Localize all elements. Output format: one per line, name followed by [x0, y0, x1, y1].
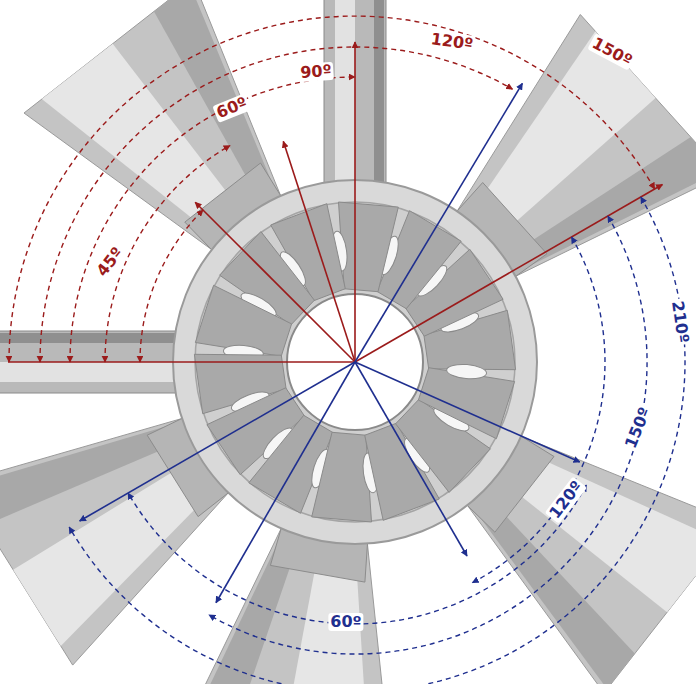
- hub-vane: [339, 202, 399, 292]
- angle-arc: [128, 485, 586, 624]
- angle-arc: [140, 210, 203, 362]
- angle-lines: [8, 16, 685, 684]
- angle-ray: [283, 141, 355, 362]
- angle-ray: [355, 362, 580, 462]
- angle-ray: [354, 42, 356, 362]
- angle-ray: [355, 185, 662, 363]
- angle-arc: [209, 216, 647, 654]
- angle-ray: [195, 202, 355, 362]
- angle-label: 60º: [328, 613, 363, 631]
- angle-ray: [355, 362, 467, 556]
- angle-ray: [80, 362, 355, 521]
- angle-arc: [70, 77, 355, 362]
- angle-label: 150º: [621, 403, 655, 453]
- angle-ray: [355, 83, 522, 362]
- angle-label: 120º: [428, 30, 476, 54]
- angle-arc: [69, 197, 685, 684]
- angle-ray: [216, 362, 355, 603]
- hub-slot: [446, 363, 487, 380]
- angle-arc: [9, 16, 655, 362]
- hub-vane: [312, 432, 372, 522]
- angle-arc: [40, 47, 513, 362]
- angle-arc: [472, 237, 605, 583]
- angle-label: 210º: [668, 298, 692, 346]
- angle-label: 45º: [92, 243, 128, 282]
- reference-line: [8, 361, 355, 363]
- angle-label: 90º: [298, 62, 334, 82]
